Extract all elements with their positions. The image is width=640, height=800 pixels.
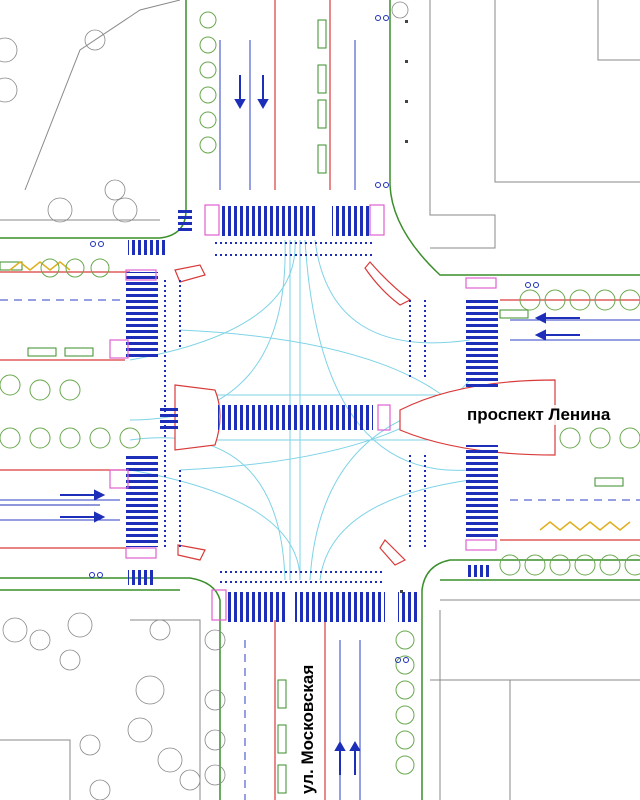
stop-lines	[164, 242, 426, 583]
tree-icon	[0, 1, 409, 800]
street-label-north-south: ул. Московская	[298, 662, 318, 796]
bicycle-icon	[89, 15, 539, 663]
zigzag-markings	[9, 261, 631, 531]
transit-pads	[0, 19, 624, 794]
tree-icon	[0, 11, 640, 775]
bollards	[400, 20, 408, 593]
magenta-markers	[109, 204, 497, 621]
lane-arrow-icon	[0, 75, 580, 775]
street-label-east-west: проспект Ленина	[465, 405, 613, 425]
crosswalks	[126, 206, 498, 622]
